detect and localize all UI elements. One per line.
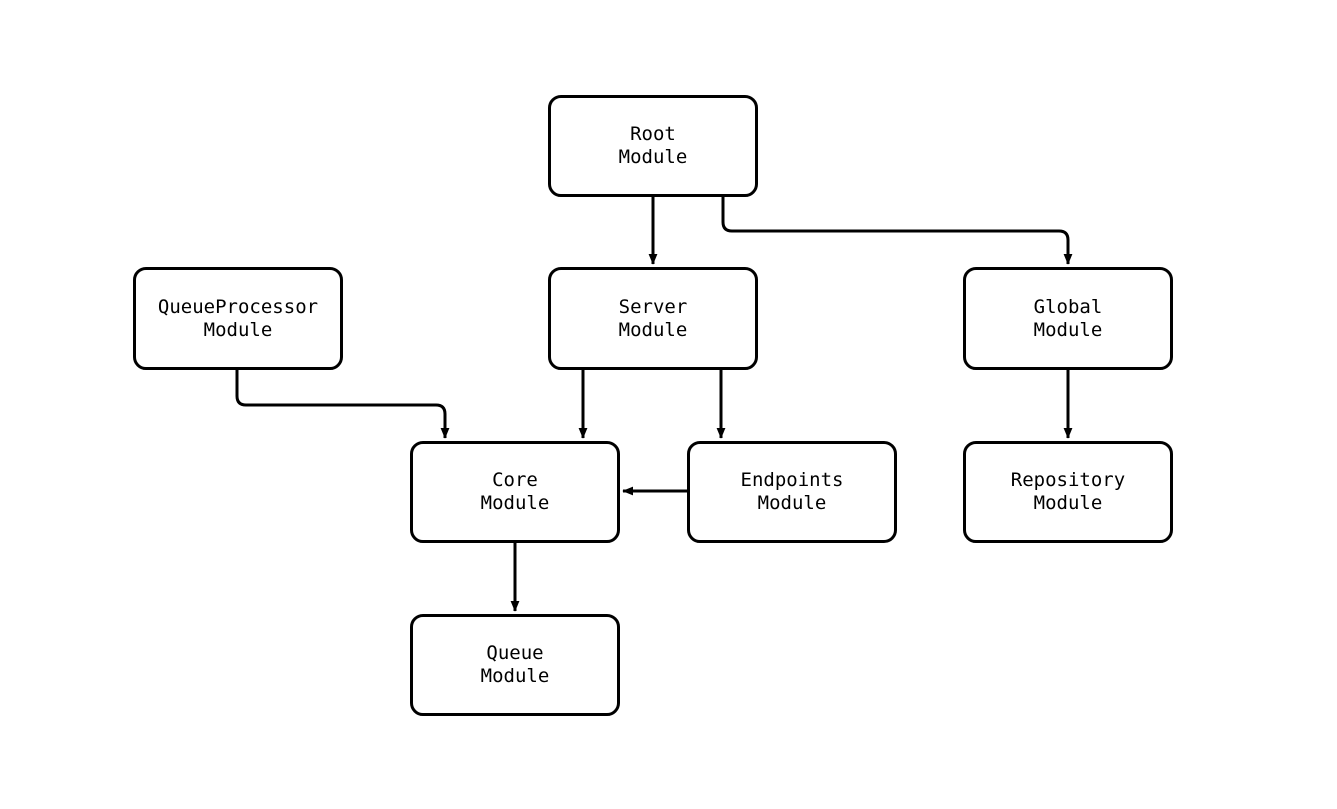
node-repository[interactable]: Repository Module <box>963 441 1173 543</box>
node-server-line1: Server <box>618 295 688 318</box>
node-queueprocessor-line2: Module <box>203 318 273 341</box>
node-global-line1: Global <box>1033 295 1103 318</box>
node-server-line2: Module <box>618 318 688 341</box>
node-endpoints-line1: Endpoints <box>740 469 844 491</box>
node-root-line1: Root <box>630 123 676 145</box>
edge-root-global <box>721 197 1073 265</box>
node-global-line2: Module <box>1033 318 1103 341</box>
node-core-line2: Module <box>480 492 550 514</box>
node-queueprocessor-line1: QueueProcessor <box>157 295 319 318</box>
node-core-line1: Core <box>492 469 538 491</box>
node-root[interactable]: Root Module <box>548 95 758 197</box>
node-endpoints-line2: Module <box>757 492 827 514</box>
node-queueprocessor[interactable]: QueueProcessor Module <box>133 267 343 370</box>
node-queue-line1: Queue <box>486 642 544 664</box>
node-global[interactable]: Global Module <box>963 267 1173 370</box>
node-root-line2: Module <box>618 146 688 168</box>
edge-queueprocessor-core <box>235 370 450 439</box>
node-repository-line1: Repository <box>1010 469 1126 491</box>
node-server[interactable]: Server Module <box>548 267 758 370</box>
node-queue[interactable]: Queue Module <box>410 614 620 716</box>
node-repository-line2: Module <box>1033 492 1103 514</box>
node-endpoints[interactable]: Endpoints Module <box>687 441 897 543</box>
node-core[interactable]: Core Module <box>410 441 620 543</box>
node-queue-line2: Module <box>480 665 550 687</box>
